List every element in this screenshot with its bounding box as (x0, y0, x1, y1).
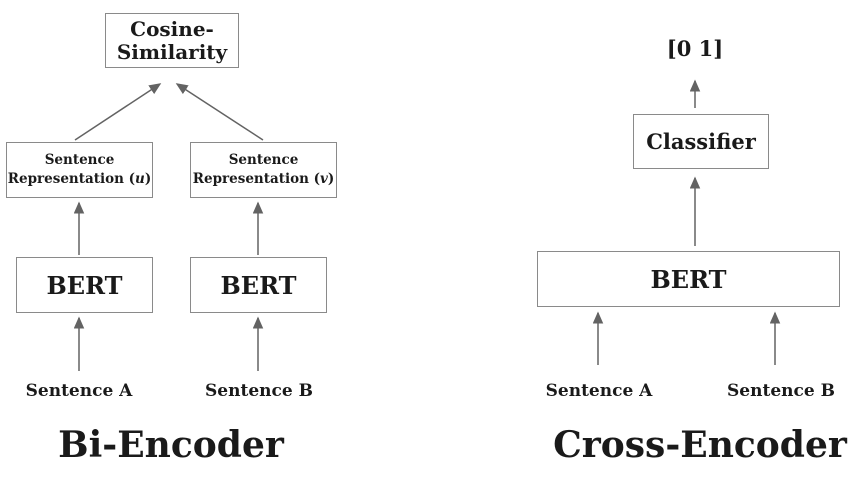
bert-wide-box: BERT (537, 251, 840, 307)
classifier-box: Classifier (633, 114, 769, 169)
cosine-similarity-line2: Similarity (116, 39, 228, 64)
rep-u-line1: Sentence (44, 152, 115, 168)
output-scores-label: [0 1] (666, 36, 724, 61)
sentence-a-label-right: Sentence A (545, 381, 653, 401)
rep-u-line2: Representation (u) (7, 171, 152, 187)
bert-right-box: BERT (190, 257, 327, 313)
bi-encoder-title: Bi-Encoder (58, 424, 284, 466)
sentence-b-label-left: Sentence B (205, 381, 313, 401)
sentence-representation-v-box: Sentence Representation (v) (190, 142, 337, 198)
arrow-rep-v-to-cosine (175, 83, 264, 141)
rep-v-line1: Sentence (228, 152, 299, 168)
cosine-similarity-line1: Cosine- (130, 16, 214, 41)
rep-v-line2: Representation (v) (192, 171, 335, 187)
arrow-rep-u-to-cosine (74, 83, 162, 141)
sentence-representation-u-box: Sentence Representation (u) (6, 142, 153, 198)
cross-encoder-title: Cross-Encoder (553, 424, 847, 466)
bert-left-box: BERT (16, 257, 153, 313)
sentence-a-label-left: Sentence A (25, 381, 133, 401)
cosine-similarity-box: Cosine- Similarity (105, 13, 239, 68)
sentence-b-label-right: Sentence B (727, 381, 835, 401)
variable-u: u (135, 171, 145, 187)
variable-v: v (319, 171, 328, 187)
